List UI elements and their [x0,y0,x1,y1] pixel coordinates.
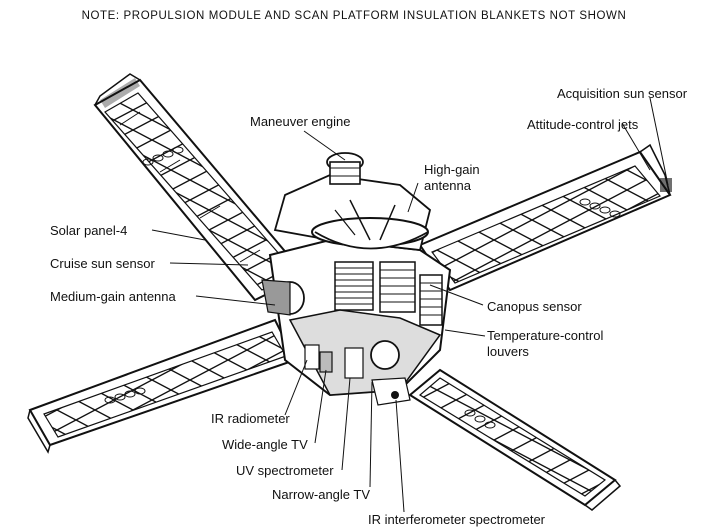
label-uv-spectrometer: UV spectrometer [236,463,334,478]
diagram-note: NOTE: PROPULSION MODULE AND SCAN PLATFOR… [81,10,627,22]
label-temperature-control-line1: Temperature-control [487,328,604,343]
label-solar-panel-4: Solar panel-4 [50,223,128,238]
label-narrow-angle-tv: Narrow-angle TV [272,487,371,502]
label-ir-interferometer-spectrometer: IR interferometer spectrometer [368,512,546,527]
label-temperature-control-line2: louvers [487,344,529,359]
solar-panel-lower-right [408,368,622,511]
panel-ovals [464,409,496,429]
spacecraft-bus [261,238,452,406]
panel-ovals [579,198,621,218]
label-wide-angle-tv: Wide-angle TV [222,437,308,452]
panel-ovals [142,146,184,166]
label-cruise-sun-sensor: Cruise sun sensor [50,256,155,271]
panel-ovals [104,387,146,404]
label-maneuver-engine: Maneuver engine [250,114,351,129]
label-attitude-control-jets: Attitude-control jets [527,117,639,132]
solar-panel-upper-right [418,143,672,292]
label-ir-radiometer: IR radiometer [211,411,290,426]
leader-lines [151,97,669,513]
scan-platform [288,309,442,406]
label-acquisition-sun-sensor: Acquisition sun sensor [557,86,688,101]
label-canopus-sensor: Canopus sensor [487,299,582,314]
label-high-gain-antenna-line2: antenna [424,178,471,193]
maneuver-engine [326,152,364,185]
medium-gain-antenna [261,279,305,316]
solar-panel-lower-left [27,318,297,454]
label-high-gain-antenna-line1: High-gain [424,162,480,177]
label-medium-gain-antenna: Medium-gain antenna [50,289,176,304]
high-gain-antenna-assembly [273,174,432,251]
